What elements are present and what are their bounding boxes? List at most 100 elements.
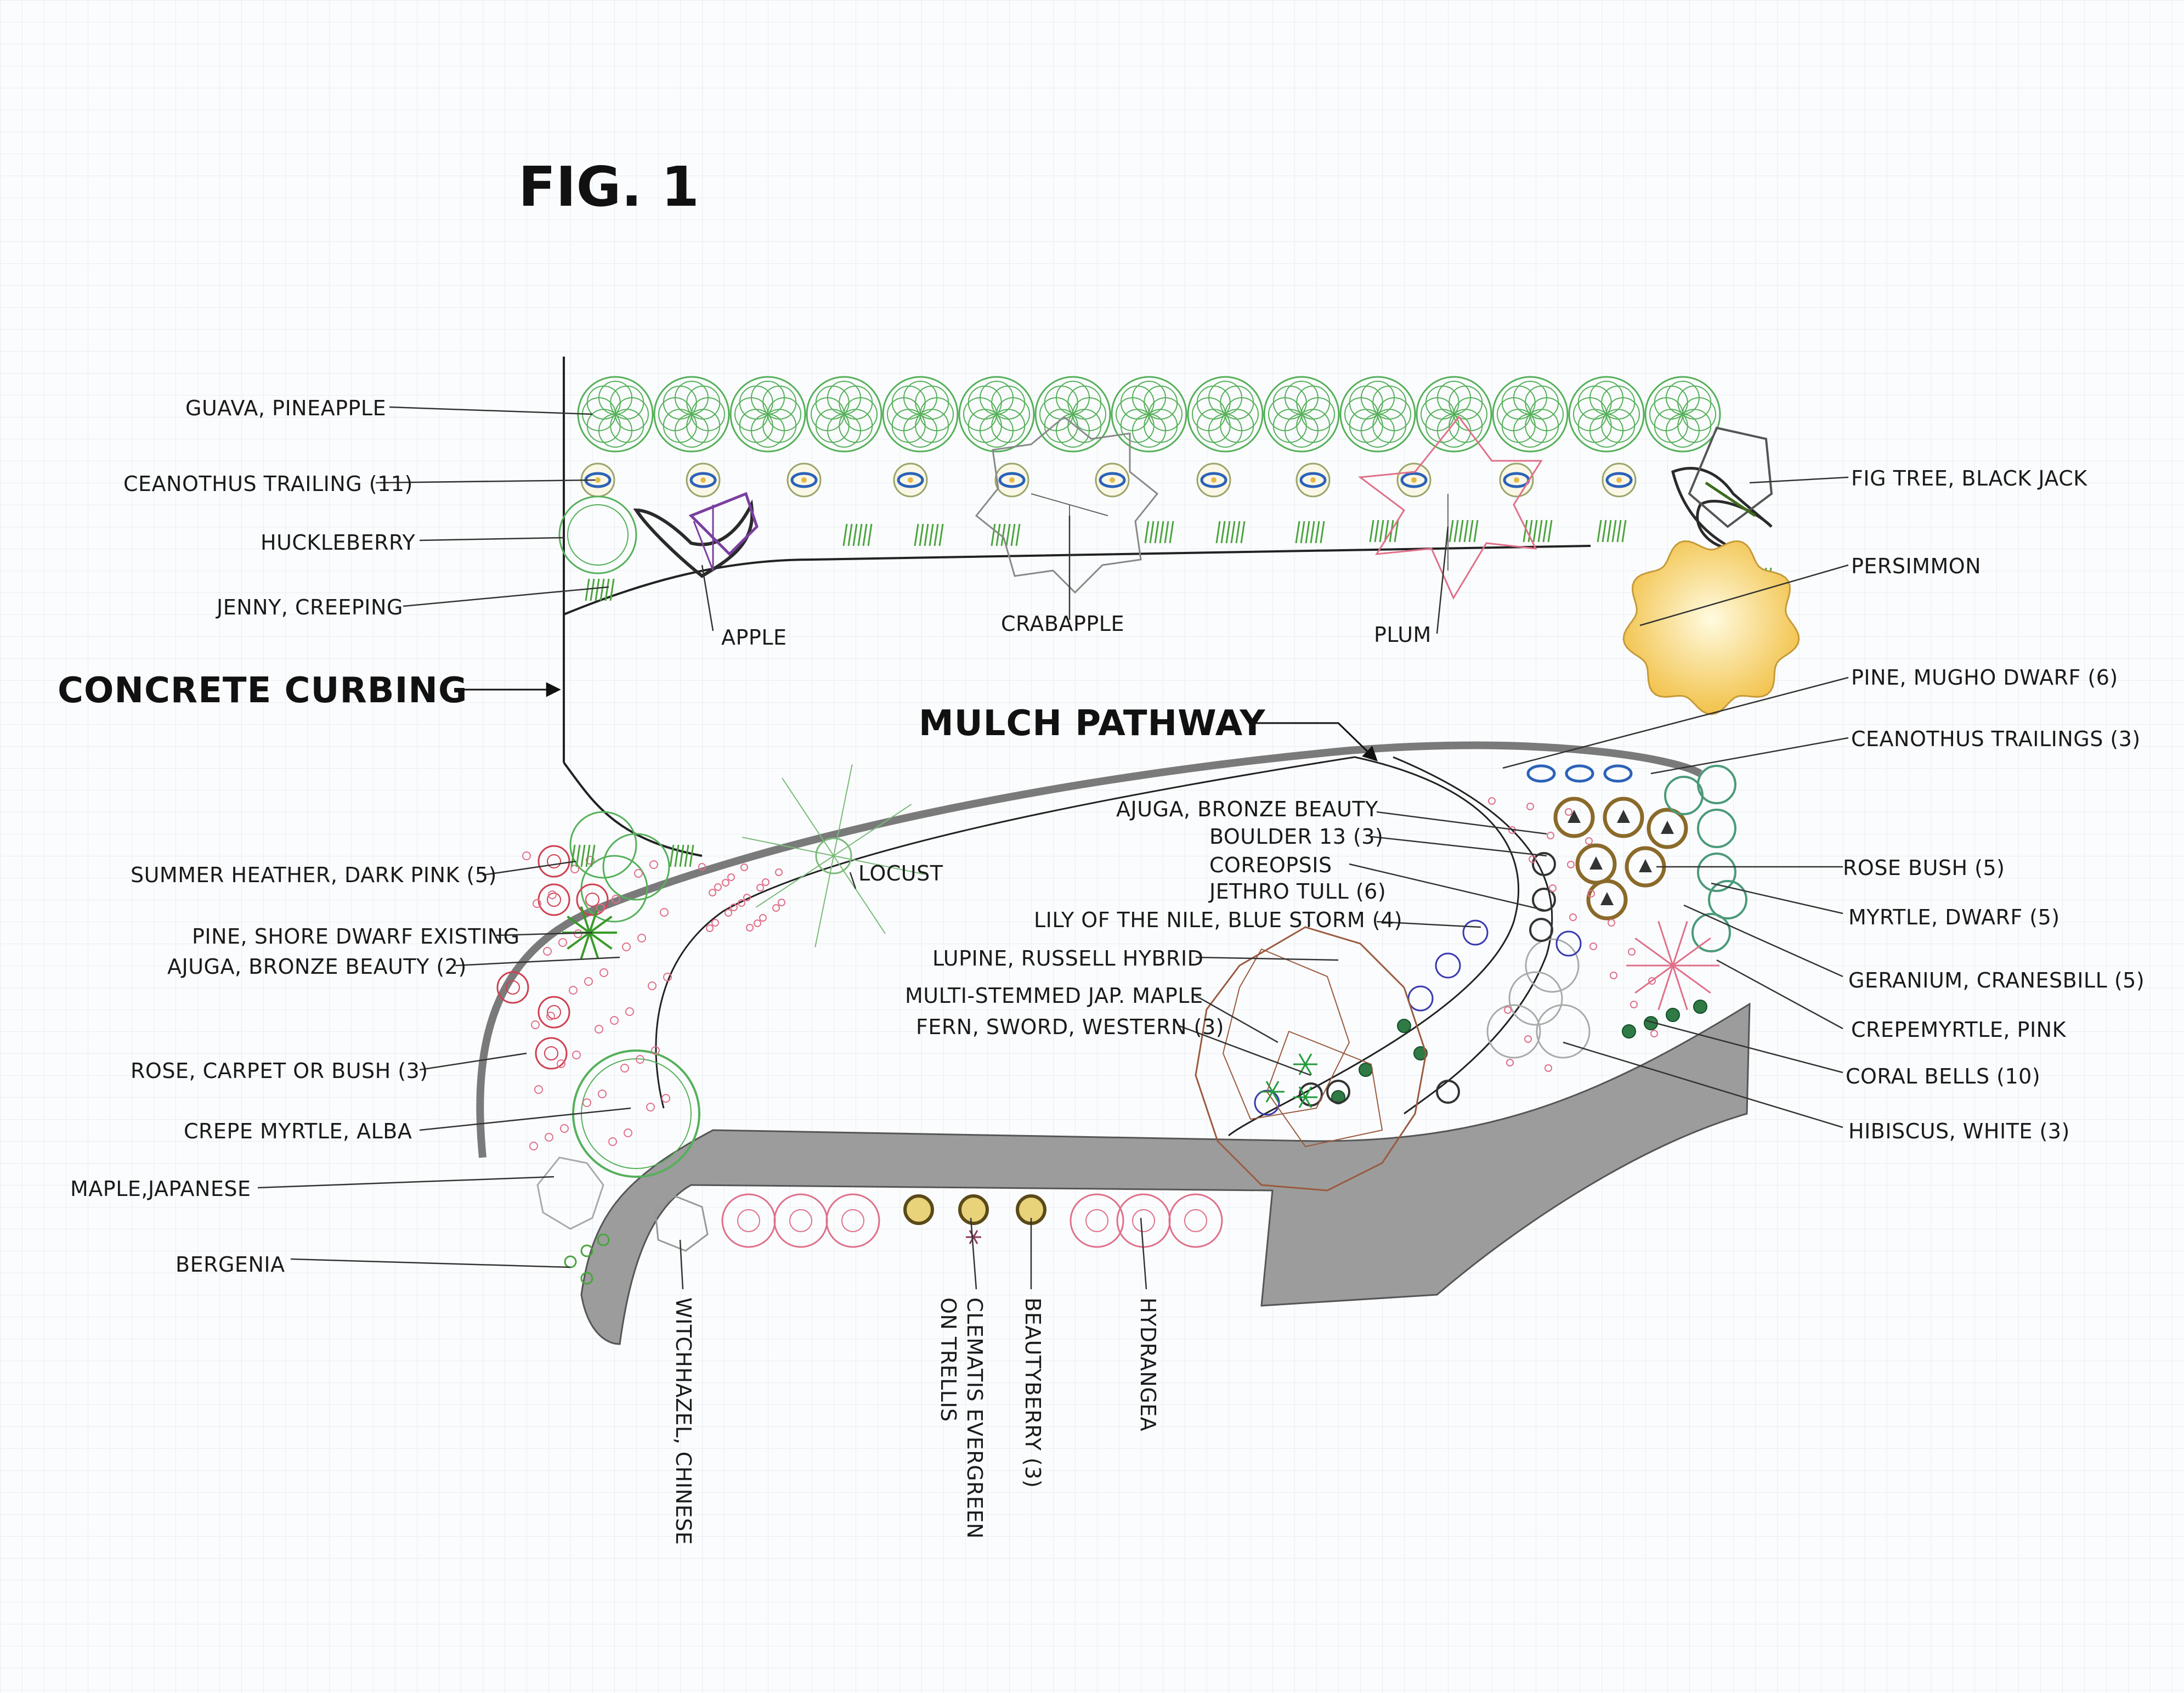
bergenia xyxy=(597,1233,610,1246)
ceanothus-dot xyxy=(1196,462,1231,498)
ceanothus-trailing xyxy=(1526,764,1556,783)
mulch-pathway-lines xyxy=(476,741,1702,1158)
ajuga-speck xyxy=(570,865,579,873)
label-witchhazel: WITCHHAZEL, CHINESE xyxy=(671,1297,695,1545)
ajuga-speck xyxy=(727,873,735,881)
ajuga-speck xyxy=(1648,977,1656,985)
ajuga-speck xyxy=(1589,943,1597,950)
summer-heather-ring xyxy=(569,811,637,879)
label-multi-maple: MULTI-STEMMED JAP. MAPLE xyxy=(905,984,1203,1008)
ajuga-speck xyxy=(743,894,751,901)
ajuga-speck xyxy=(746,924,754,932)
myrtle-dwarf xyxy=(1708,880,1747,919)
ajuga-speck xyxy=(634,869,643,878)
ajuga-speck xyxy=(560,1124,569,1133)
ajuga-speck xyxy=(625,1007,634,1016)
jenny-tuft xyxy=(1597,520,1627,543)
ceanothus-trailing xyxy=(1565,764,1594,783)
persimmon-symbol xyxy=(1622,540,1800,715)
ajuga-speck xyxy=(1549,884,1557,892)
jenny-tuft xyxy=(1295,521,1325,544)
label-ceanothus-trailing: CEANOTHUS TRAILING (11) xyxy=(123,472,413,496)
ajuga-speck xyxy=(778,899,785,906)
ajuga-speck xyxy=(1650,1030,1658,1037)
ajuga-speck xyxy=(1610,972,1617,979)
label-boulder: BOULDER 13 (3) xyxy=(1209,825,1383,849)
label-myrtle-dwarf: MYRTLE, DWARF (5) xyxy=(1848,905,2060,929)
jenny-blade xyxy=(669,844,675,867)
jenny-tuft xyxy=(1144,521,1174,544)
jenny-blade xyxy=(570,844,576,867)
beautyberry xyxy=(958,1194,989,1225)
jenny-tuft xyxy=(1523,520,1553,543)
coral-bell xyxy=(1359,1063,1373,1077)
fig-tree-symbol xyxy=(1671,426,1773,550)
ajuga-speck xyxy=(620,1064,629,1073)
guava-rosette xyxy=(958,376,1035,453)
pine-mugho xyxy=(1586,879,1628,921)
ajuga-speck xyxy=(572,1051,581,1059)
jenny-blade xyxy=(575,844,581,867)
right-bed-plants xyxy=(1254,764,1747,1116)
ajuga-speck xyxy=(1565,808,1572,816)
guava-rosette xyxy=(1492,376,1569,453)
ajuga-speck xyxy=(1608,919,1615,927)
coral-bell xyxy=(1666,1008,1680,1022)
rose xyxy=(535,1037,568,1070)
ajuga-speck xyxy=(1529,855,1536,863)
guava-rosette xyxy=(729,376,806,453)
ajuga-speck xyxy=(1585,837,1593,845)
hibiscus xyxy=(1536,1004,1591,1059)
ajuga-speck xyxy=(1587,890,1595,898)
callout-concrete-curbing: CONCRETE CURBING xyxy=(58,670,467,711)
guava-rosette xyxy=(653,376,730,453)
jenny-tuft xyxy=(1449,520,1479,543)
ajuga-speck xyxy=(775,868,783,876)
jenny-tuft xyxy=(585,578,615,601)
ajuga-speck xyxy=(557,1059,565,1068)
label-ajuga-2: AJUGA, BRONZE BEAUTY (2) xyxy=(167,955,467,979)
label-rose-bush: ROSE BUSH (5) xyxy=(1843,856,2005,880)
jenny-tuft xyxy=(1215,521,1246,544)
label-maple-japanese: MAPLE,JAPANESE xyxy=(70,1177,251,1201)
label-guava: GUAVA, PINEAPPLE xyxy=(185,396,386,420)
ajuga-speck xyxy=(522,851,531,860)
rose xyxy=(537,845,570,878)
label-rose-carpet: ROSE, CARPET OR BUSH (3) xyxy=(131,1059,428,1083)
ajuga-speck xyxy=(1506,1059,1514,1066)
ajuga-speck xyxy=(546,1012,555,1020)
ajuga-speck xyxy=(754,919,761,927)
label-ajuga-bronze: AJUGA, BRONZE BEAUTY xyxy=(1116,797,1378,821)
guava-rosette xyxy=(1644,376,1721,453)
boulder xyxy=(1326,1080,1350,1104)
ajuga-speck xyxy=(759,914,767,922)
bergenia xyxy=(580,1272,593,1285)
ajuga-speck xyxy=(637,934,646,943)
ajuga-speck xyxy=(711,919,719,927)
pine-mugho xyxy=(1647,808,1688,849)
rose xyxy=(576,883,609,916)
ajuga-speck xyxy=(1630,1001,1638,1008)
lily-nile xyxy=(1435,952,1461,979)
ajuga-speck xyxy=(610,1016,619,1025)
beautyberry xyxy=(903,1194,934,1225)
jenny-blade xyxy=(684,844,689,867)
jenny-blade xyxy=(679,844,684,867)
label-persimmon: PERSIMMON xyxy=(1851,554,1981,578)
pine-mugho xyxy=(1603,797,1644,838)
lily-nile xyxy=(1555,930,1582,957)
ceanothus-dot xyxy=(1295,462,1331,498)
huckleberry-symbol xyxy=(558,495,637,574)
guava-rosette xyxy=(1416,376,1492,453)
coral-bell xyxy=(1397,1019,1411,1033)
rose xyxy=(496,971,529,1004)
label-hydrangea: HYDRANGEA xyxy=(1136,1297,1160,1431)
ajuga-speck xyxy=(612,895,620,904)
label-beautyberry: BEAUTYBERRY (3) xyxy=(1021,1297,1045,1488)
hydrangea xyxy=(1168,1193,1223,1248)
ajuga-speck xyxy=(584,977,593,986)
fern xyxy=(1293,1053,1317,1075)
label-lily: LILY OF THE NILE, BLUE STORM (4) xyxy=(1034,908,1402,932)
